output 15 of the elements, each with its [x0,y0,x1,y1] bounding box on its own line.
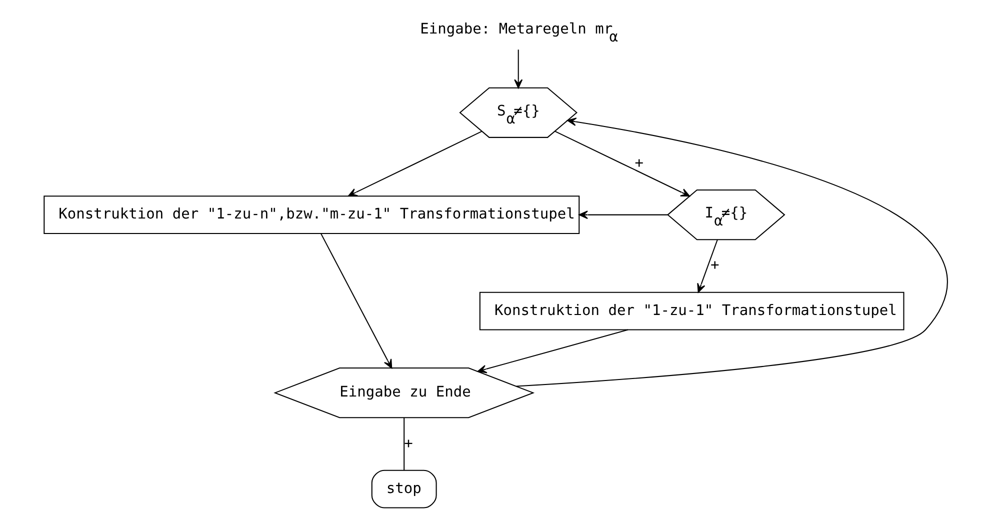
arrow [554,130,690,197]
arrow [514,50,522,88]
node-box: Konstruktion der "1-zu-n",bzw."m-zu-1" Transformationstupel [43,196,580,234]
node-box: Konstruktion der "1-zu-1" Transformationstupel [478,292,904,330]
arrow [476,329,628,374]
edge-label: + [404,436,412,452]
arrow [516,118,946,387]
connector [403,418,404,470]
arrow [320,233,392,369]
arrow [578,210,668,220]
arrow [696,239,718,293]
edge-label: + [710,258,719,274]
arrow [347,130,482,196]
edge-label: + [634,156,643,172]
node-box: stop [370,470,436,508]
